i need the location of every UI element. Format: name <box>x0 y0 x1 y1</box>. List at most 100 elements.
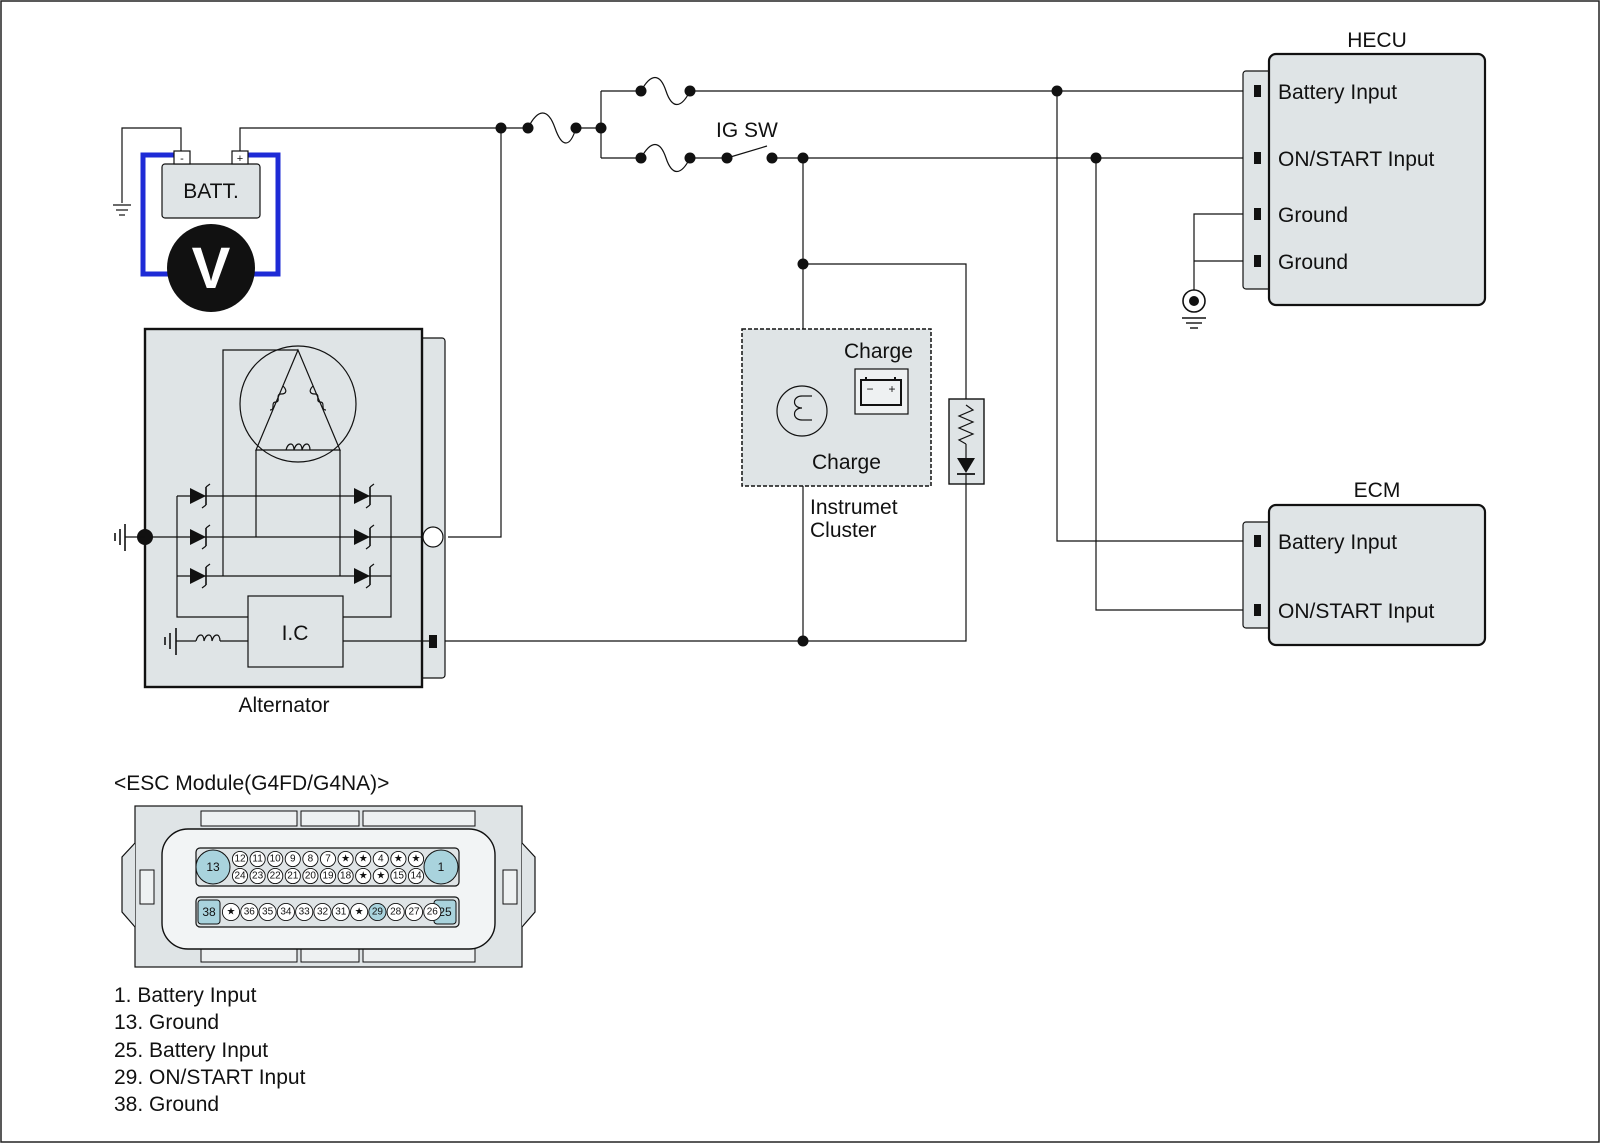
pin-1: 1 <box>438 860 445 874</box>
resistor-diode-icon <box>948 398 985 485</box>
connector-pin-label: 21 <box>287 871 299 882</box>
connector-pin <box>331 902 350 922</box>
connector-pin-label: 12 <box>234 854 246 865</box>
connector-pin <box>372 867 389 885</box>
connector-pin-label: 19 <box>322 871 334 882</box>
lamp-plus-sign: + <box>888 382 895 396</box>
stator-winding-icon <box>222 345 357 576</box>
connector-pin <box>240 902 259 922</box>
connector-pin <box>258 902 277 922</box>
connector-pin <box>355 850 372 868</box>
pin-25: 25 <box>438 905 452 919</box>
ecm-pin-battery-input: Battery Input <box>1278 531 1397 554</box>
connector-pin-label: 26 <box>427 907 439 918</box>
junction-dots <box>495 85 1102 647</box>
connector-pin-label: 15 <box>393 871 405 882</box>
connector-pin <box>284 867 301 885</box>
connector-pin-label: ★ <box>412 854 421 865</box>
connector-pin-label: 22 <box>270 871 282 882</box>
hecu-pin-on-start-input: ON/START Input <box>1278 148 1435 171</box>
connector-pin <box>407 867 425 885</box>
connector-pin <box>295 902 314 922</box>
connector-pin-label: 29 <box>372 907 384 918</box>
connector-pin-label: ★ <box>227 907 236 918</box>
battery-group: - + BATT. V <box>113 127 281 312</box>
legend-item: 25. Battery Input <box>114 1039 268 1062</box>
connector-pin <box>267 850 284 868</box>
connector-pin-label: 23 <box>252 871 264 882</box>
hecu-pin-ground-1: Ground <box>1278 204 1348 227</box>
hecu-module: HECU Battery Input ON/START Input Ground… <box>1242 29 1487 307</box>
connector-pin <box>372 850 389 868</box>
legend-item: 29. ON/START Input <box>114 1066 306 1089</box>
connector-pin-label: 14 <box>410 871 422 882</box>
connector-pin <box>355 867 372 885</box>
legend-item: 13. Ground <box>114 1011 219 1034</box>
connector-pin <box>302 867 319 885</box>
main-fuse <box>527 112 577 144</box>
connector-pin <box>390 867 407 885</box>
cluster-label-line1: Instrumet <box>810 496 898 519</box>
connector-pin-label: ★ <box>359 854 368 865</box>
ic-label: I.C <box>282 622 309 645</box>
pin-38: 38 <box>202 905 216 919</box>
connector-pin-label: 4 <box>378 854 384 865</box>
battery-minus-sign: - <box>180 153 184 165</box>
connector-pin-label: 10 <box>270 854 282 865</box>
fuse-battery <box>640 76 691 106</box>
regulator-ic <box>247 595 344 668</box>
connector-pin-label: 31 <box>335 907 347 918</box>
connector-pin-label: 24 <box>234 871 246 882</box>
connector-pin <box>249 850 266 868</box>
connector-pin <box>386 902 405 922</box>
charge-lamp-label-bottom: Charge <box>812 451 881 474</box>
cluster-label-line2: Cluster <box>810 519 877 542</box>
alternator-b-terminal <box>422 526 444 548</box>
alternator-label: Alternator <box>238 694 329 717</box>
connector-pin-label: ★ <box>359 871 368 882</box>
ecm-title: ECM <box>1354 479 1401 502</box>
connector-pin <box>267 867 284 885</box>
connector-pin <box>302 850 319 868</box>
rectifier-bridge <box>145 483 422 618</box>
connector-pin <box>221 902 241 922</box>
connector-pin <box>423 902 442 922</box>
battery-plus-sign: + <box>237 153 243 165</box>
charge-lamp-bulb-icon <box>776 385 828 437</box>
ecm-pin-on-start-input: ON/START Input <box>1278 600 1435 623</box>
voltmeter-icon <box>167 224 255 312</box>
instrument-cluster: Charge − + Charge Instrumet Cluster <box>741 328 932 542</box>
connector-pin <box>284 850 301 868</box>
connector-pin-label: 11 <box>252 854 263 865</box>
battery <box>161 163 261 219</box>
charge-lamp-label-top: Charge <box>844 340 913 363</box>
connector-pin-label: 8 <box>308 854 314 865</box>
legend-item: 1. Battery Input <box>114 984 257 1007</box>
hecu-pin-battery-input: Battery Input <box>1278 81 1397 104</box>
ignition-switch <box>726 145 768 159</box>
connector-pin <box>390 850 407 868</box>
connector-pin-label: 32 <box>317 907 329 918</box>
voltmeter-label: V <box>192 236 231 301</box>
connector-pin <box>231 850 249 868</box>
connector-pin-label: ★ <box>341 854 350 865</box>
connector-pin-label: 27 <box>408 907 420 918</box>
connector-pin <box>313 902 332 922</box>
battery-warning-icon: − + <box>854 368 909 415</box>
connector-pin <box>319 850 337 868</box>
connector-pin <box>404 902 424 922</box>
fuse-ignition <box>640 143 691 173</box>
battery-label: BATT. <box>183 180 239 203</box>
ig-sw-label: IG SW <box>716 119 778 142</box>
connector-pin <box>231 867 249 885</box>
connector-pin-label: 9 <box>290 854 296 865</box>
connector-pin-label: 20 <box>305 871 317 882</box>
connector-pin <box>337 867 354 885</box>
connector-title: <ESC Module(G4FD/G4NA)> <box>114 772 389 795</box>
